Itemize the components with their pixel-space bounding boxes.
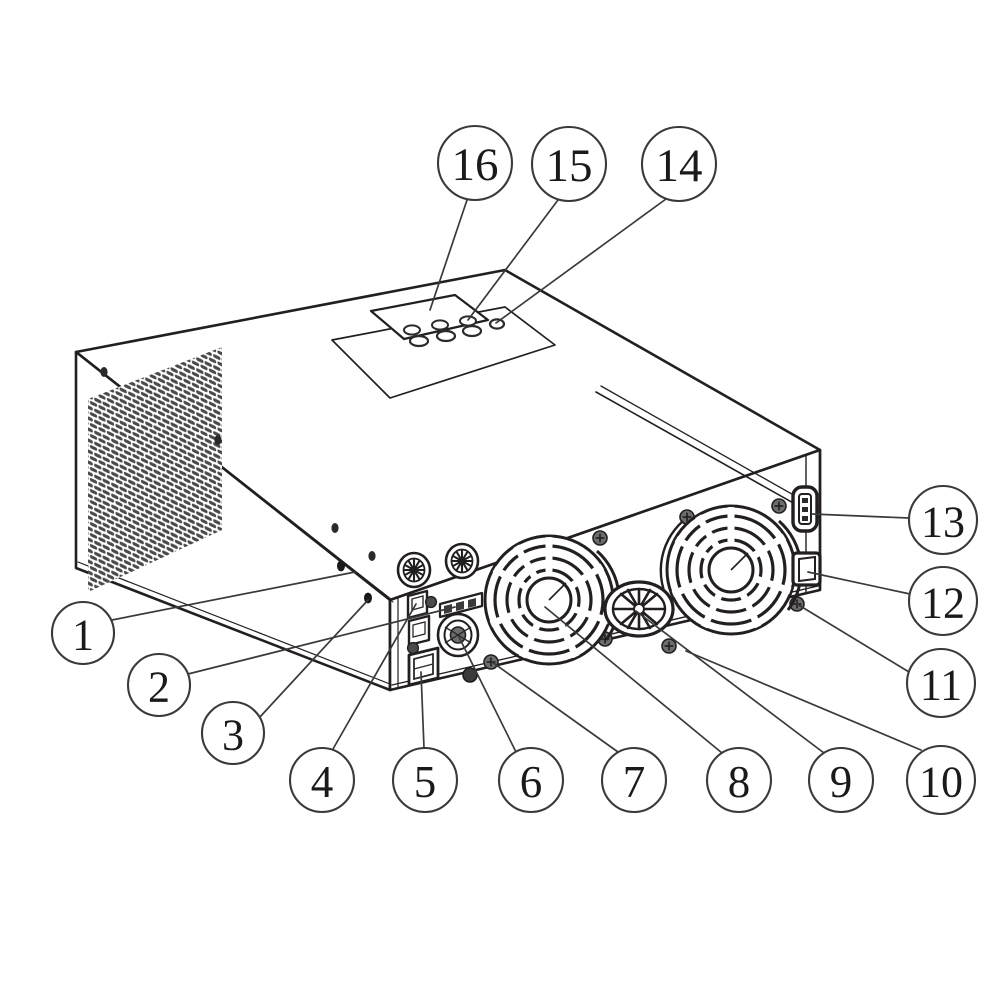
leader-4 (332, 603, 417, 750)
callout-13[interactable]: 13 (907, 484, 979, 556)
chassis-mounting-screw (483, 654, 499, 670)
control-push-button-5[interactable] (431, 319, 449, 331)
panel-stud-a (424, 595, 438, 609)
leader-1 (111, 571, 356, 621)
panel-stud-b (406, 641, 420, 655)
side-screw-3 (331, 523, 339, 533)
leader-8 (544, 606, 723, 754)
callout-15[interactable]: 15 (530, 125, 608, 203)
callout-14-label: 14 (656, 140, 703, 192)
rear-connector-panel (396, 485, 822, 687)
leader-13 (811, 513, 910, 519)
callout-2-label: 2 (148, 663, 170, 712)
leader-16 (429, 199, 468, 311)
chassis-lid-seam (595, 391, 821, 519)
dip-switch-block[interactable] (438, 591, 484, 619)
callout-2[interactable]: 2 (126, 652, 192, 718)
network-port-secondary[interactable] (407, 614, 431, 647)
callout-11-label: 11 (920, 661, 962, 710)
callout-16-label: 16 (452, 139, 499, 191)
callout-14[interactable]: 14 (640, 125, 718, 203)
callout-3[interactable]: 3 (200, 700, 266, 766)
control-push-button-1[interactable] (408, 334, 430, 348)
callout-9-label: 9 (830, 757, 853, 807)
leader-3 (258, 599, 369, 719)
leader-9 (635, 610, 825, 754)
leader-15 (467, 199, 559, 321)
callout-6-label: 6 (520, 757, 543, 807)
callout-5[interactable]: 5 (391, 746, 459, 814)
callout-1-label: 1 (72, 611, 94, 660)
callout-7-label: 7 (623, 757, 646, 807)
leader-2 (187, 606, 456, 675)
callout-10[interactable]: 10 (905, 744, 977, 816)
callout-4[interactable]: 4 (288, 746, 356, 814)
callout-11[interactable]: 11 (905, 647, 977, 719)
usb-port[interactable] (407, 646, 440, 687)
callout-5-label: 5 (414, 757, 437, 807)
side-screw-2 (214, 435, 222, 445)
callout-bubbles: 16 15 14 13 12 11 10 9 (50, 124, 979, 816)
side-screw-4 (368, 551, 376, 561)
leader-12 (807, 571, 911, 595)
leader-11 (796, 603, 910, 673)
callout-13-label: 13 (921, 498, 965, 547)
callout-12[interactable]: 12 (907, 565, 979, 637)
ac-inlet-socket[interactable] (791, 485, 819, 533)
callout-8-label: 8 (728, 757, 751, 807)
cooling-fan-right (659, 504, 803, 636)
callout-7[interactable]: 7 (600, 746, 668, 814)
leader-10 (685, 650, 922, 751)
chassis-side-screw-upper (337, 560, 345, 572)
lcd-display-panel[interactable] (369, 293, 490, 341)
side-screw-1 (100, 367, 108, 377)
control-push-button-2[interactable] (435, 329, 457, 343)
ac-power-rocker-switch[interactable] (791, 551, 822, 587)
leader-6 (458, 636, 517, 753)
callout-3-label: 3 (222, 711, 244, 760)
control-push-button-6[interactable] (459, 315, 477, 327)
circular-threaded-connector[interactable] (436, 612, 480, 658)
callout-12-label: 12 (921, 579, 965, 628)
callout-4-label: 4 (311, 757, 334, 807)
control-push-button-3[interactable] (461, 324, 483, 338)
chassis-left-bottom-edge (77, 561, 391, 685)
leader-7 (491, 661, 619, 753)
callout-1[interactable]: 1 (50, 600, 116, 666)
circular-connector-a[interactable] (396, 551, 432, 589)
control-push-button-4[interactable] (403, 324, 421, 336)
callout-6[interactable]: 6 (497, 746, 565, 814)
callout-10-label: 10 (919, 758, 963, 807)
callout-8[interactable]: 8 (705, 746, 773, 814)
callout-9[interactable]: 9 (807, 746, 875, 814)
control-button-row[interactable] (403, 315, 506, 348)
chassis-side-screws (100, 367, 376, 604)
cooling-fan-left (483, 534, 621, 666)
chassis-lid-seam-2 (600, 385, 821, 511)
auxiliary-vent-fan (603, 580, 675, 638)
status-led-indicator (488, 318, 506, 330)
callout-16[interactable]: 16 (436, 124, 514, 202)
chassis-side-screw-lower (364, 592, 372, 604)
callout-15-label: 15 (546, 140, 593, 192)
circular-connector-b[interactable] (444, 542, 480, 580)
leader-5 (420, 671, 425, 749)
leader-lines (111, 198, 922, 754)
leader-14 (495, 198, 667, 324)
